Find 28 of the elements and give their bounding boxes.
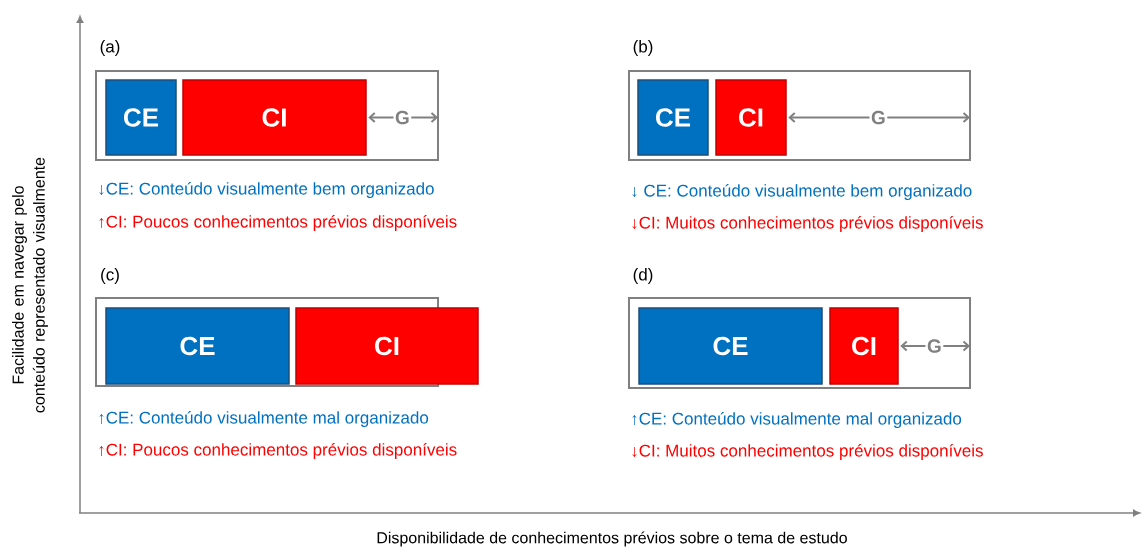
caption-text: ↓CE: Conteúdo visualmente bem organizado [99, 182, 434, 199]
content-block: CE [105, 307, 290, 385]
gap-arrow [788, 112, 970, 123]
content-block: CE [638, 307, 823, 385]
caption-text: ↑CE: Conteúdo visualmente mal organizado [99, 411, 429, 428]
caption-text: ↓CI: Muitos conhecimentos prévios disponíveis [632, 216, 983, 233]
axis-label: Facilidade em navegar pelo conteúdo representado visualmente [12, 157, 48, 413]
content-block: CE [637, 79, 709, 156]
panel-heading: (a) [100, 40, 120, 56]
panel-heading: (b) [633, 40, 653, 56]
content-block: CI [182, 79, 367, 156]
caption-text: ↑CI: Poucos conhecimentos prévios disponíveis [99, 215, 457, 232]
edge-label: G [925, 337, 944, 355]
axis-label: Disponibilidade de conhecimentos prévios sobre o tema de estudo [377, 531, 847, 547]
caption-text: ↑CE: Conteúdo visualmente mal organizado [632, 412, 962, 429]
edge-label: G [393, 109, 412, 126]
content-block: CE [105, 79, 177, 156]
panel-heading: (d) [633, 268, 653, 284]
content-block: CI [715, 79, 787, 156]
content-block: CI [829, 307, 899, 385]
edge-label: G [869, 109, 888, 126]
caption-text: ↓CI: Muitos conhecimentos prévios disponíveis [632, 444, 983, 461]
gap-arrow [900, 340, 970, 352]
caption-text: ↓ CE: Conteúdo visualmente bem organizado [632, 184, 972, 201]
caption-text: ↑CI: Poucos conhecimentos prévios disponíveis [99, 443, 457, 460]
gap-arrow [368, 112, 438, 123]
content-block: CI [295, 307, 479, 385]
panel-heading: (c) [101, 268, 119, 284]
